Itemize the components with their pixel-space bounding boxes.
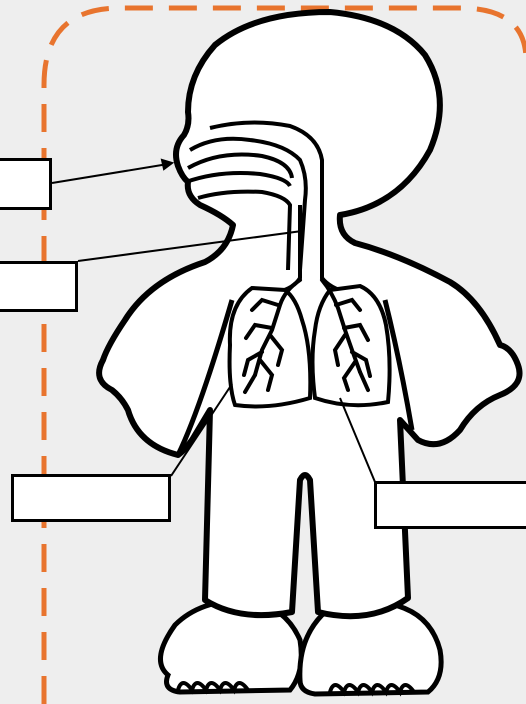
label-box-bronchi[interactable]: [11, 474, 171, 522]
label-box-trachea[interactable]: [0, 261, 78, 312]
label-box-lungs[interactable]: [374, 481, 526, 529]
label-box-nose-mouth[interactable]: [0, 158, 52, 210]
